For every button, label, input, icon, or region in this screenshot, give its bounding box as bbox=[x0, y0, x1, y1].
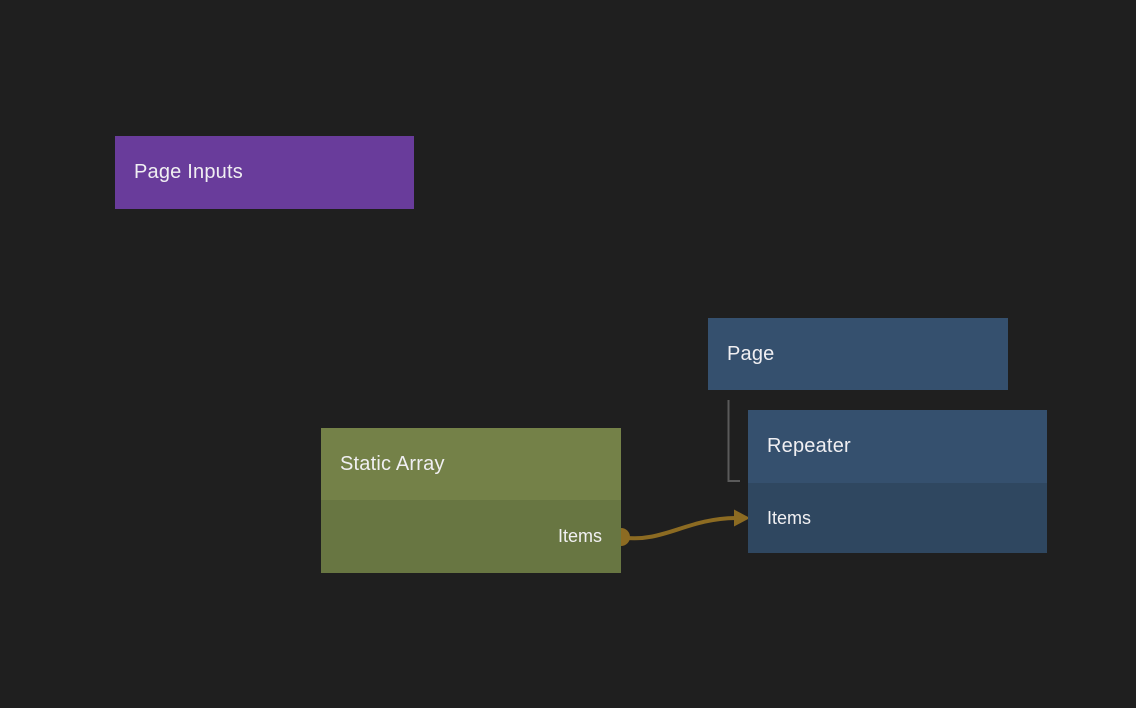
node-page-inputs-header: Page Inputs bbox=[115, 136, 414, 209]
node-title: Page Inputs bbox=[134, 161, 243, 183]
hierarchy-connection-line[interactable] bbox=[727, 400, 741, 482]
node-title: Page bbox=[727, 342, 775, 365]
port-row-repeater-items-input[interactable]: Items bbox=[748, 483, 1047, 553]
node-title: Static Array bbox=[340, 452, 445, 475]
node-repeater[interactable]: Repeater Items bbox=[748, 410, 1047, 553]
port-label-items: Items bbox=[557, 526, 602, 546]
node-page-header: Page bbox=[708, 318, 1008, 390]
node-page-inputs[interactable]: Page Inputs bbox=[115, 136, 414, 209]
node-page[interactable]: Page bbox=[708, 318, 1008, 390]
node-repeater-header[interactable]: Repeater bbox=[748, 410, 1047, 483]
node-static-array[interactable]: Static Array Items bbox=[321, 428, 621, 573]
port-label-items: Items bbox=[767, 507, 812, 528]
node-static-array-header[interactable]: Static Array bbox=[321, 428, 621, 500]
port-row-static-array-items-output[interactable]: Items bbox=[321, 500, 621, 573]
data-connection-wire[interactable] bbox=[620, 516, 738, 541]
node-title: Repeater bbox=[767, 435, 851, 457]
